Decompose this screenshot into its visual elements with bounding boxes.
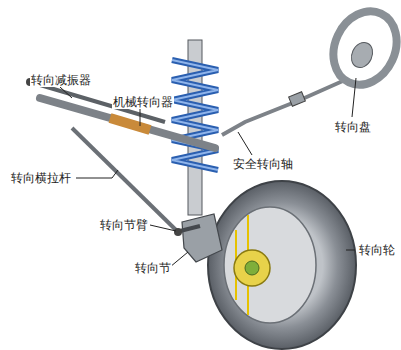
spring-highlight	[172, 60, 218, 170]
leader-lines	[60, 78, 356, 267]
wheel-hub	[347, 39, 376, 71]
part-label: 安全转向轴	[232, 157, 294, 171]
part-label: 转向节	[134, 261, 172, 275]
part-label: 转向减振器	[30, 73, 92, 87]
part-label: 转向节臂	[99, 218, 149, 232]
joint	[174, 228, 182, 236]
hub-center	[245, 261, 259, 275]
part-label: 机械转向器	[112, 95, 174, 109]
rack-boot	[110, 118, 150, 130]
part-label: 转向横拉杆	[10, 171, 72, 185]
knuckle	[182, 214, 222, 262]
hub	[234, 250, 270, 286]
rim	[224, 207, 316, 323]
tire	[208, 181, 356, 349]
steering-shaft	[222, 80, 345, 135]
shaft-joint	[289, 92, 306, 107]
part-label: 转向盘	[334, 120, 372, 134]
part-label: 转向轮	[358, 243, 396, 257]
steering-wheel	[322, 1, 401, 95]
tie-rod	[72, 128, 178, 232]
coil-spring	[172, 60, 218, 170]
